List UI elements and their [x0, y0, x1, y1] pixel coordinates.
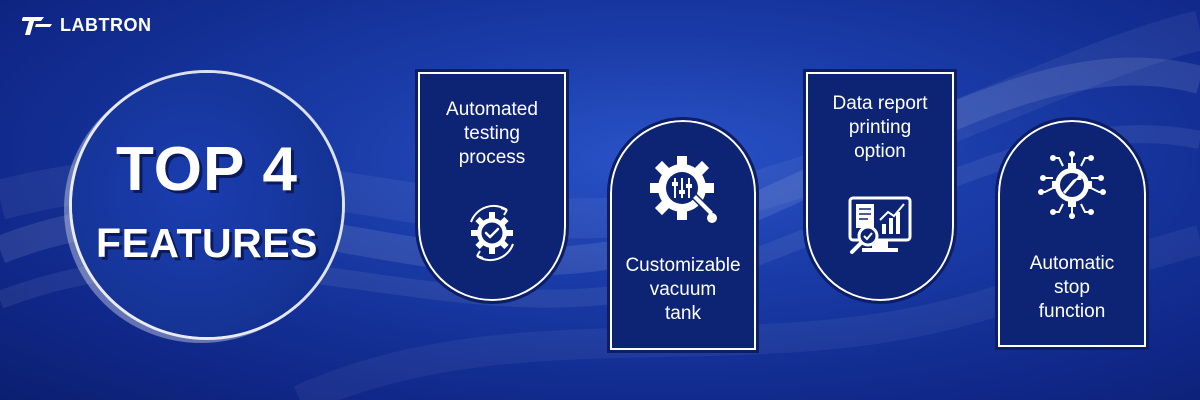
feature-card-label: Automatic stop function [1029, 253, 1115, 322]
gear-wrench-sliders-icon [646, 152, 720, 226]
headline-circle [72, 73, 342, 337]
feature-card-label: Customizable vacuum tank [625, 255, 741, 324]
feature-card-label: Automated testing process [446, 99, 538, 168]
labtron-logo-icon [22, 14, 56, 36]
circuit-gear-wrench-icon [1037, 150, 1107, 220]
feature-card-automatic-stop: Automatic stop function [995, 117, 1149, 350]
feature-card-automated-testing: Automated testing process [415, 69, 569, 304]
headline-badge: TOP 4 FEATURES [72, 73, 350, 337]
brand-logo: LABTRON [22, 14, 152, 36]
automated-gear-check-icon [457, 198, 527, 268]
feature-card-data-report: Data report printing option [803, 69, 957, 304]
feature-card-customizable-tank: Customizable vacuum tank [607, 117, 759, 353]
brand-name: LABTRON [60, 14, 152, 35]
feature-card-label: Data report printing option [832, 93, 928, 162]
monitor-report-icon [844, 194, 916, 262]
headline-top: TOP 4 [116, 135, 298, 204]
headline-features: FEATURES [96, 220, 318, 266]
